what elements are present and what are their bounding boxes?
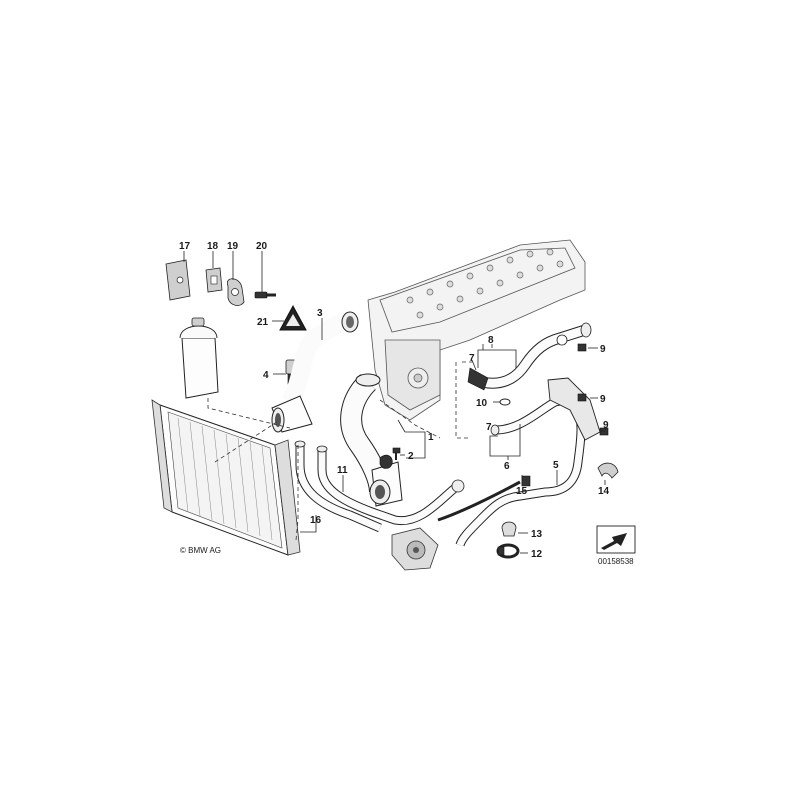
drawing-number: 00158538	[598, 557, 634, 566]
callout-9-middle: 9	[600, 394, 606, 405]
callout-9-bottom: 9	[603, 420, 609, 431]
callout-labels: 17 18 19 20 21 3 4 8 7 9 10 9 9 1 7 2 6 …	[179, 241, 610, 560]
callout-12: 12	[531, 549, 543, 560]
bolt-part-9-b	[577, 393, 587, 402]
heater-hose-part-8	[467, 322, 592, 391]
expansion-tank	[179, 317, 219, 399]
callout-7-bottom: 7	[486, 422, 492, 433]
callout-2: 2	[408, 451, 414, 462]
bolt-part-9-c	[599, 427, 609, 436]
engine-cylinder-head	[367, 239, 586, 421]
coolant-pipe-part-16	[294, 440, 382, 533]
clip-part-18	[205, 267, 223, 293]
callout-18: 18	[207, 241, 219, 252]
dashed-reference-lines	[207, 361, 476, 541]
copyright-notice: © BMW AG	[180, 546, 221, 555]
callout-7-top: 7	[469, 353, 475, 364]
radiator	[151, 399, 301, 556]
o-ring-part-10	[499, 398, 511, 406]
callout-10: 10	[476, 398, 488, 409]
clamp-part-19	[226, 278, 245, 306]
bracket-part-17	[165, 259, 191, 301]
view-direction-icon	[596, 525, 636, 554]
cap-part-13	[501, 521, 517, 537]
clamp-part-12	[496, 543, 520, 559]
callout-1: 1	[428, 432, 434, 443]
callout-8: 8	[488, 335, 494, 346]
bolt-part-20	[254, 291, 276, 299]
pipe-part-5	[455, 377, 601, 547]
callout-9-top: 9	[600, 344, 606, 355]
leader-lines	[183, 251, 606, 554]
callout-4: 4	[263, 370, 269, 381]
callout-3: 3	[317, 308, 323, 319]
callout-13: 13	[531, 529, 543, 540]
callout-14: 14	[598, 486, 610, 497]
water-pump	[391, 527, 439, 571]
screw-part-2	[392, 447, 401, 460]
callout-17: 17	[179, 241, 191, 252]
callout-6: 6	[504, 461, 510, 472]
coolant-pipe-part-11	[316, 445, 465, 526]
callout-15: 15	[516, 486, 528, 497]
callout-20: 20	[256, 241, 268, 252]
clip-part-14	[597, 462, 619, 479]
lower-radiator-hose-part-1	[340, 373, 403, 507]
callout-5: 5	[553, 460, 559, 471]
callout-11: 11	[337, 465, 348, 476]
bolt-part-9-a	[577, 343, 587, 352]
callout-19: 19	[227, 241, 239, 252]
callout-16: 16	[310, 515, 322, 526]
callout-21: 21	[257, 317, 269, 328]
warning-label-part-21	[279, 304, 307, 331]
